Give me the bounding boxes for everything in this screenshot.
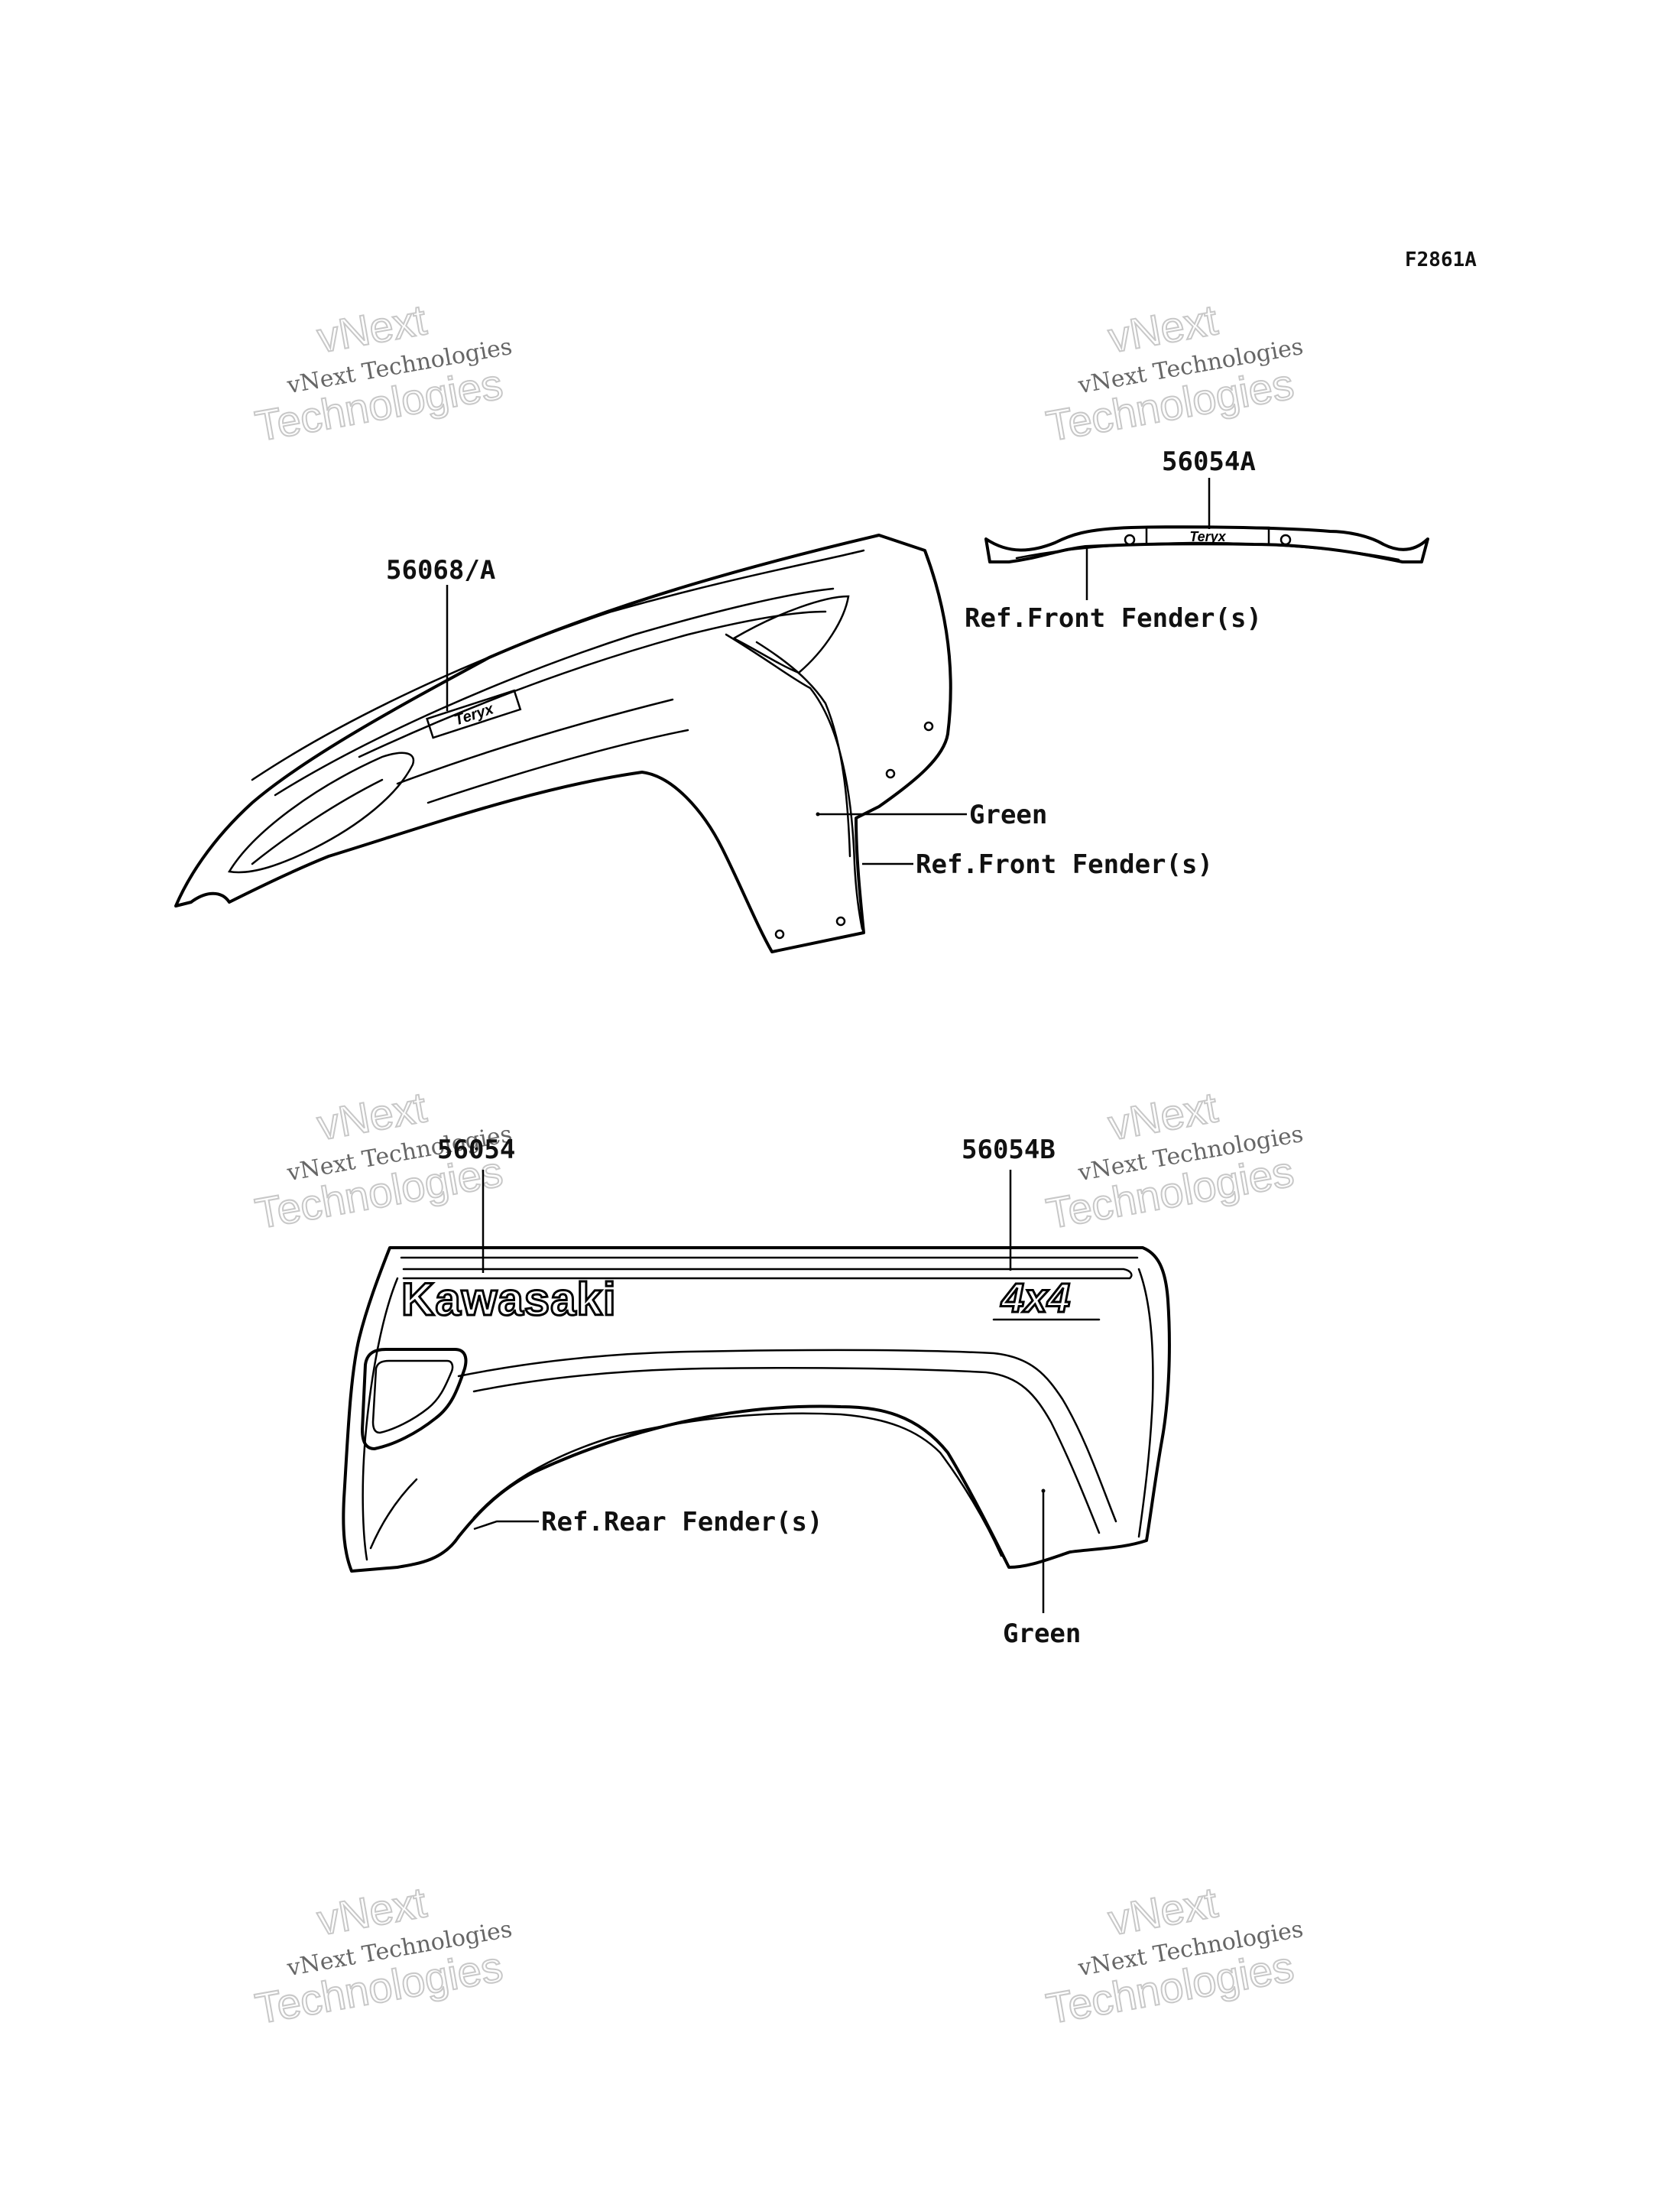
rear-fender-vent bbox=[361, 1348, 468, 1450]
rear-fender-right-border bbox=[1137, 1268, 1154, 1538]
top-strip-badge-frame bbox=[1145, 526, 1270, 546]
callout-56054A: 56054A bbox=[1162, 446, 1256, 477]
rear-fender-panel-curve-2 bbox=[472, 1366, 1101, 1534]
rear-fender-brand-logo: Kawasaki bbox=[401, 1274, 617, 1325]
top-strip-hole-left bbox=[1124, 534, 1136, 546]
front-fender-hole-4 bbox=[774, 929, 785, 940]
rear-fender-rail-mid bbox=[402, 1268, 1133, 1280]
front-fender-arch-lip bbox=[725, 633, 864, 930]
front-fender-hole-2 bbox=[885, 768, 896, 779]
callout-front-ref-front-fender: Ref.Front Fender(s) bbox=[916, 849, 1213, 880]
callout-rear-green: Green bbox=[1003, 1618, 1081, 1649]
watermark-bottom-left: vNext vNext Technologies Technologies bbox=[251, 1877, 514, 2034]
front-fender-arch-lip-2 bbox=[755, 641, 851, 858]
rear-fender-outline bbox=[342, 1246, 1171, 1573]
front-fender-accent-2 bbox=[426, 729, 689, 804]
callout-56054: 56054 bbox=[437, 1135, 515, 1165]
callout-56068A: 56068/A bbox=[386, 555, 495, 586]
front-fender-decal-frame bbox=[426, 689, 522, 739]
front-fender-crest-line-2 bbox=[274, 587, 835, 797]
watermark-bottom-right: vNext vNext Technologies Technologies bbox=[1042, 1877, 1305, 2034]
top-strip-badge: Teryx bbox=[1189, 529, 1226, 544]
leader-front-green-dot bbox=[816, 812, 820, 817]
top-strip-hole-right bbox=[1279, 534, 1292, 546]
rear-fender-inner-border bbox=[362, 1277, 399, 1561]
watermark-mid-left: vNext vNext Technologies Technologies bbox=[251, 1082, 514, 1239]
watermark-mid-right: vNext vNext Technologies Technologies bbox=[1042, 1082, 1305, 1239]
front-fender: Teryx bbox=[174, 534, 967, 953]
figure-code: F2861A bbox=[1405, 248, 1477, 271]
callout-rear-ref-rear-fender: Ref.Rear Fender(s) bbox=[541, 1507, 822, 1537]
front-fender-outline bbox=[174, 534, 952, 953]
front-fender-headlight-cut bbox=[227, 752, 415, 874]
watermark-top-right: vNext vNext Technologies Technologies bbox=[1042, 294, 1305, 451]
watermark-top-left: vNext vNext Technologies Technologies bbox=[251, 294, 514, 451]
front-fender-crest-line-1 bbox=[251, 549, 865, 781]
front-fender-decal: Teryx bbox=[426, 689, 522, 739]
callout-front-green: Green bbox=[969, 800, 1047, 830]
rear-fender-vent-inner bbox=[371, 1359, 454, 1434]
leader-rear-ref bbox=[473, 1520, 539, 1531]
rear-fender: Kawasaki 4x4 bbox=[342, 1170, 1171, 1613]
front-fender-accent-1 bbox=[396, 698, 674, 785]
rear-fender-arch-inner bbox=[472, 1412, 1003, 1557]
top-strip-inner-line bbox=[1015, 541, 1400, 561]
front-fender-headlight-inner bbox=[251, 778, 384, 865]
front-fender-vent bbox=[731, 595, 850, 674]
front-fender-hole-3 bbox=[835, 916, 846, 927]
rear-fender-lower-accent bbox=[369, 1478, 418, 1550]
front-top-strip: Teryx bbox=[984, 478, 1429, 600]
callout-top-ref-front-fender: Ref.Front Fender(s) bbox=[965, 603, 1262, 634]
front-fender-hole-1 bbox=[923, 721, 934, 732]
leader-rear-green-dot bbox=[1041, 1489, 1046, 1493]
rear-fender-4x4-badge: 4x4 bbox=[1001, 1275, 1070, 1321]
callout-56054B: 56054B bbox=[962, 1135, 1056, 1165]
rear-fender-panel-curve-1 bbox=[457, 1349, 1117, 1523]
